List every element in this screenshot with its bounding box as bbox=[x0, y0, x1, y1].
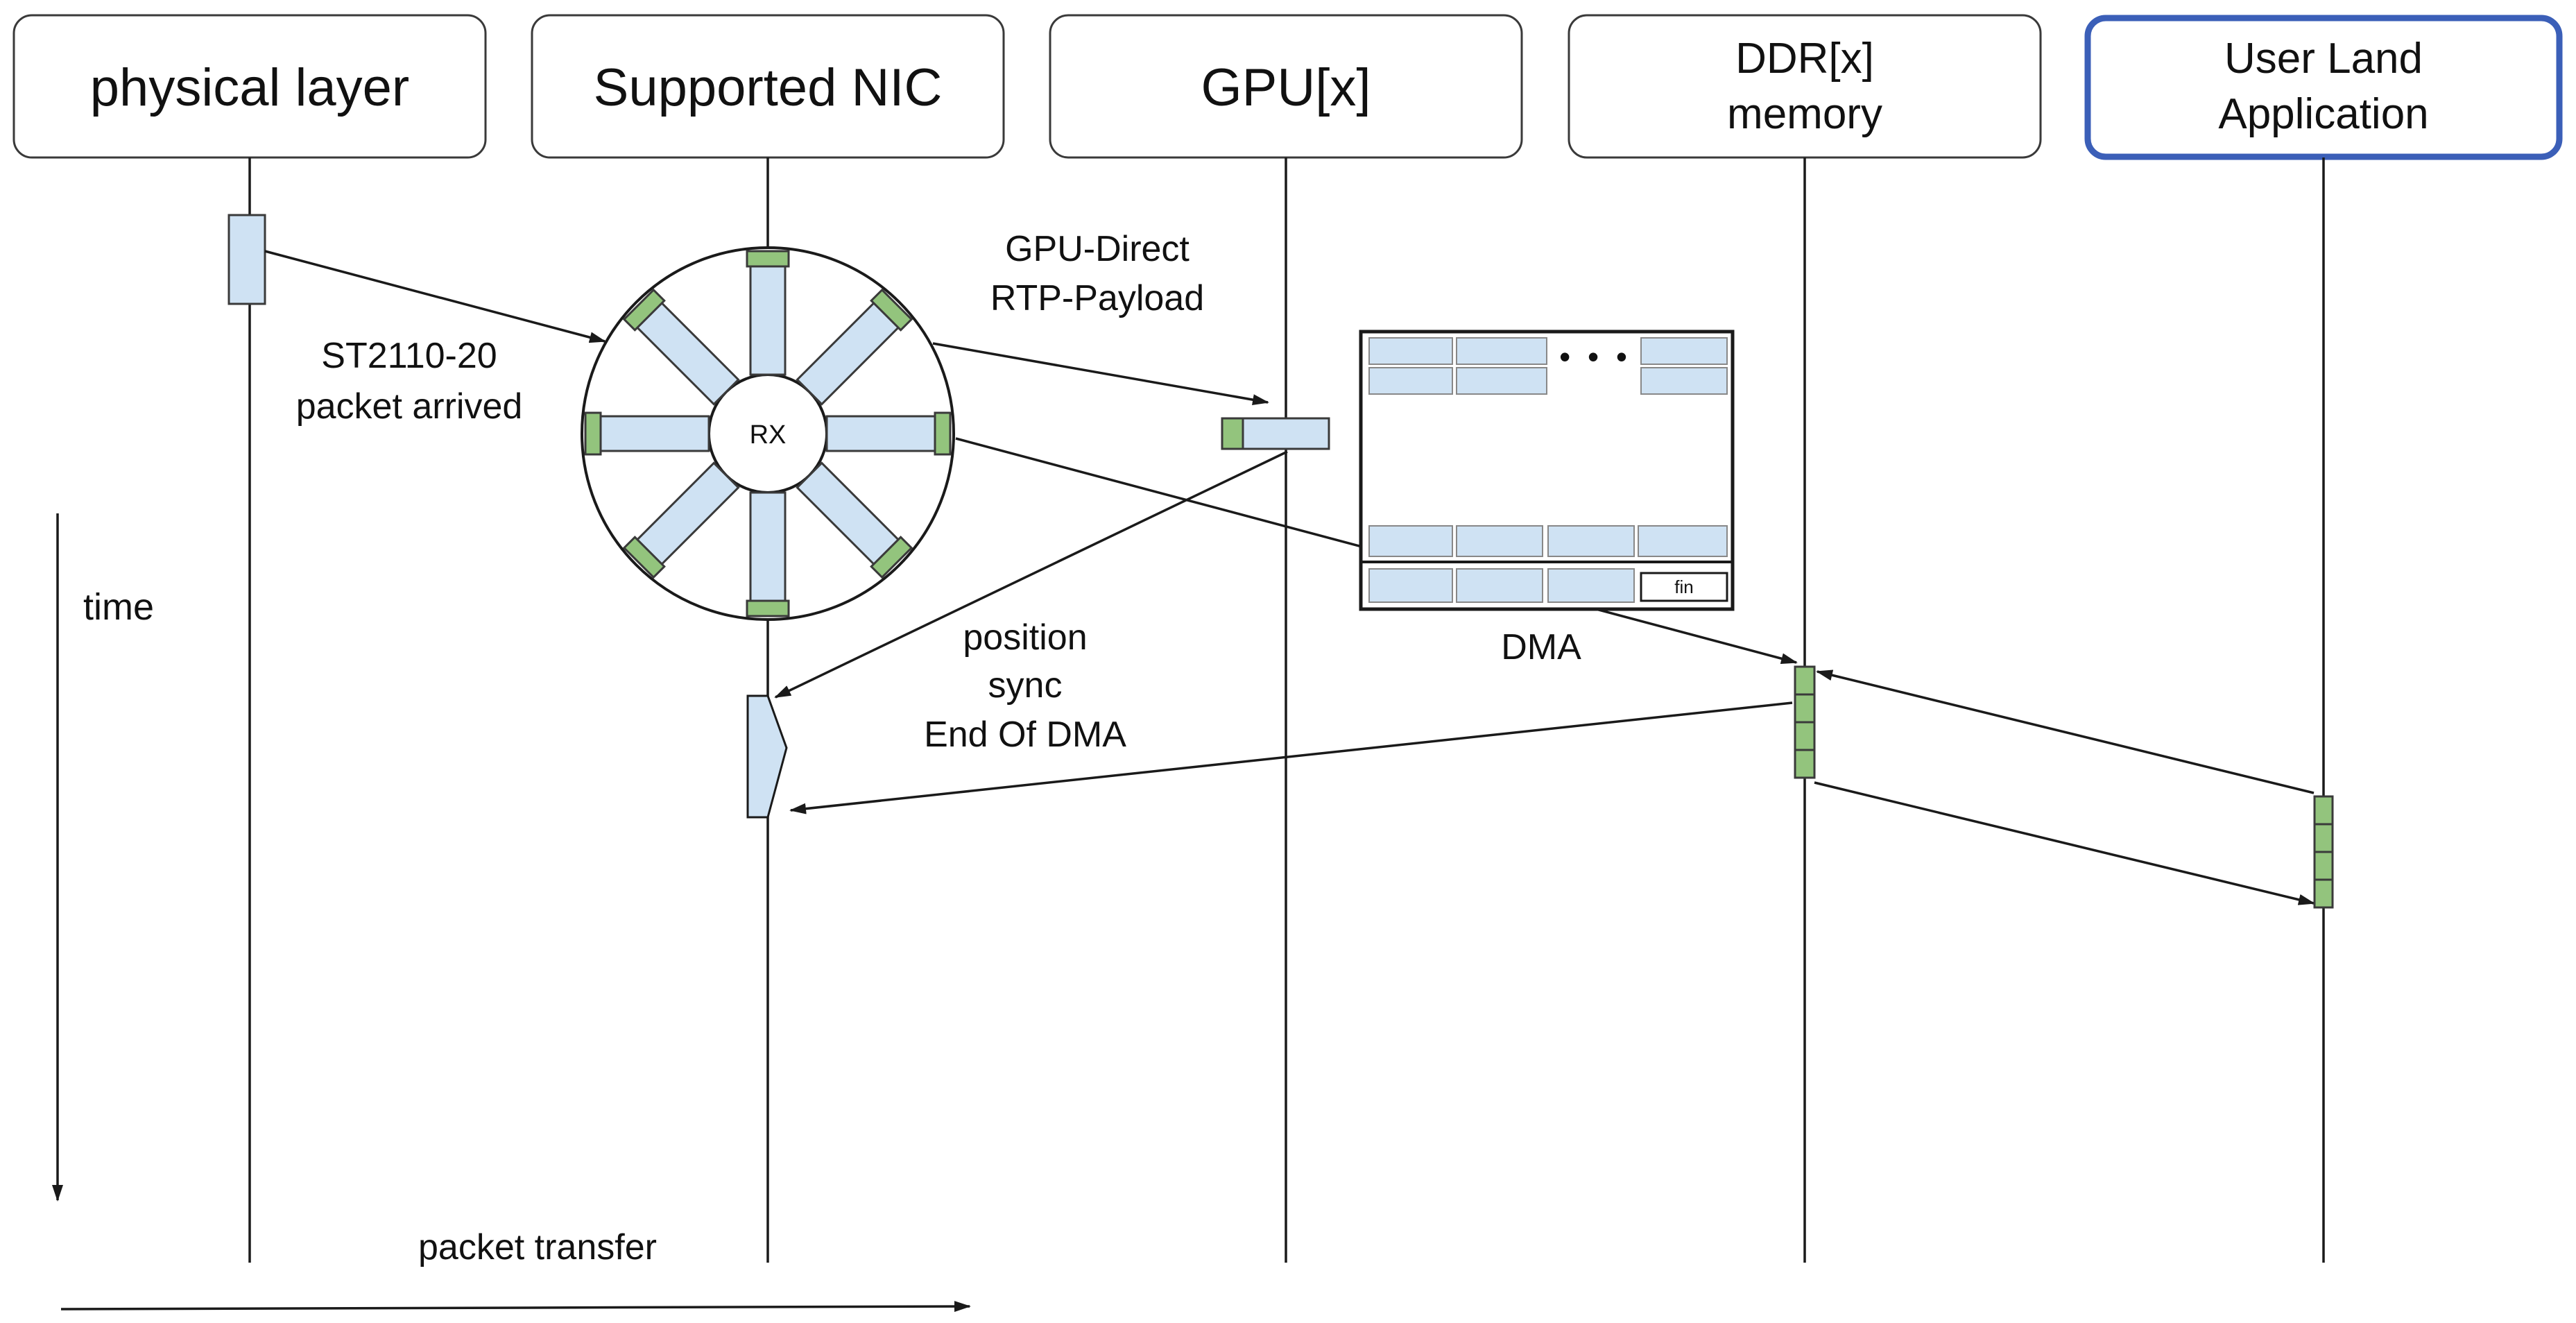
gpu-activation-bar bbox=[1242, 417, 1330, 450]
label-position-sync-line-3: End Of DMA bbox=[924, 715, 1126, 755]
arrow-packet-arrived bbox=[264, 250, 606, 343]
lane-title-gpu: GPU[x] bbox=[1201, 58, 1371, 117]
physical-activation-bar bbox=[227, 214, 266, 305]
lane-title-app-line-2: Application bbox=[2218, 90, 2428, 138]
label-dma: DMA bbox=[1501, 627, 1581, 667]
rx-slot bbox=[622, 461, 740, 579]
rx-slot bbox=[746, 250, 790, 376]
lane-header-physical-layer: physical layer bbox=[12, 14, 487, 159]
lane-title-physical-layer: physical layer bbox=[90, 58, 409, 117]
label-gpu-direct-line-1: GPU-Direct bbox=[1005, 229, 1190, 269]
packet-transfer-axis-arrow bbox=[60, 1301, 971, 1313]
app-activation-bar bbox=[2313, 795, 2334, 909]
label-packet-arrived-line-2: packet arrived bbox=[296, 386, 523, 427]
dma-frame: • • • fin bbox=[1359, 330, 1735, 611]
label-packet-arrived-line-1: ST2110-20 bbox=[321, 336, 497, 376]
lane-header-supported-nic: Supported NIC bbox=[531, 14, 1005, 159]
dma-fin-cell bbox=[1640, 572, 1728, 602]
lane-title-ddr-line-1: DDR[x] bbox=[1735, 35, 1874, 83]
lane-title-ddr-line-2: memory bbox=[1727, 90, 1882, 138]
label-position-sync-line-2: sync bbox=[988, 665, 1063, 706]
arrow-gpu-direct bbox=[932, 342, 1269, 406]
arrow-gpu-to-nic bbox=[774, 450, 1288, 699]
label-packet-transfer: packet transfer bbox=[418, 1227, 657, 1267]
rx-slot bbox=[584, 411, 710, 456]
lane-header-gpu: GPU[x] bbox=[1049, 14, 1523, 159]
rx-slot bbox=[825, 411, 952, 456]
lane-title-app-line-1: User Land bbox=[2224, 35, 2423, 83]
arrow-app-to-ddr bbox=[1816, 669, 2315, 794]
gpu-activation-marker bbox=[1221, 417, 1244, 450]
rx-ring-buffer: RX bbox=[581, 246, 955, 621]
label-gpu-direct-line-2: RTP-Payload bbox=[990, 278, 1204, 318]
rx-slot bbox=[796, 288, 913, 406]
arrow-end-of-dma bbox=[789, 701, 1793, 814]
rx-slot bbox=[746, 491, 790, 617]
label-position-sync-line-1: position bbox=[963, 617, 1087, 658]
rx-label: RX bbox=[750, 420, 787, 450]
lane-header-ddr-memory: DDR[x] memory bbox=[1568, 14, 2042, 159]
label-time: time bbox=[83, 586, 154, 628]
dma-fin-label: fin bbox=[1674, 577, 1693, 597]
lane-header-user-land-application: User Land Application bbox=[2084, 15, 2563, 160]
ddr-activation-bar bbox=[1794, 665, 1816, 779]
arrow-ddr-to-app bbox=[1814, 781, 2315, 905]
dma-ellipsis: • • • bbox=[1559, 339, 1631, 375]
rx-slot bbox=[622, 288, 740, 406]
nic-sync-block bbox=[746, 694, 788, 819]
rx-slot bbox=[796, 461, 913, 579]
lane-title-supported-nic: Supported NIC bbox=[594, 58, 943, 117]
